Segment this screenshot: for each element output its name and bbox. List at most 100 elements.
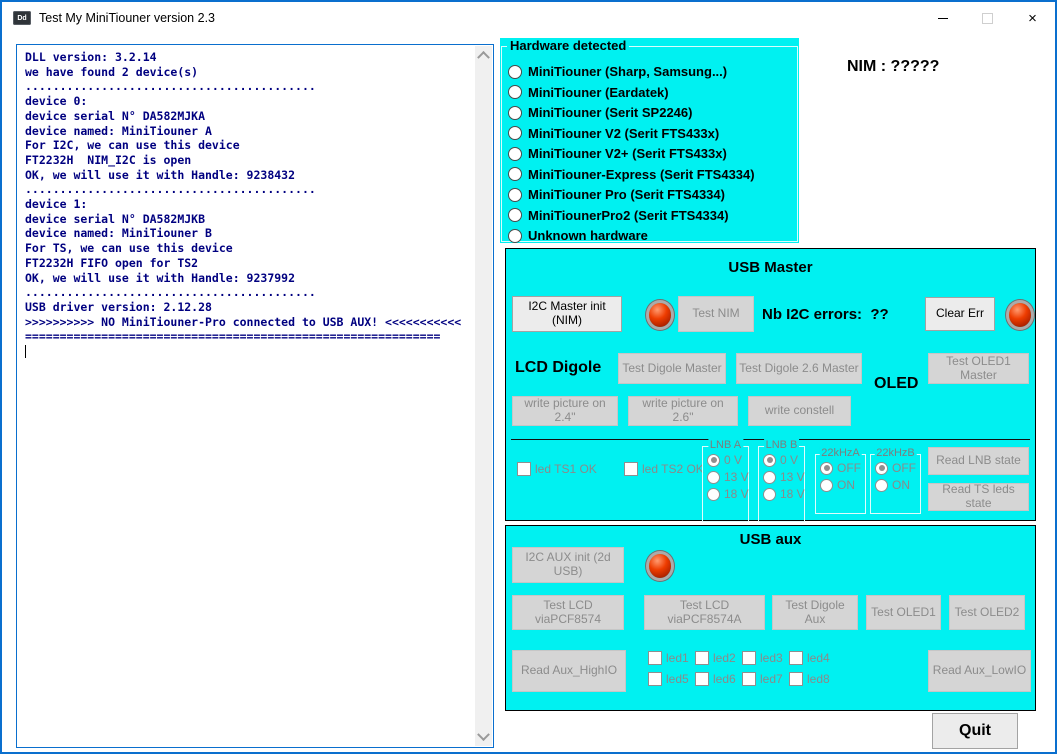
hardware-option[interactable]: MiniTiouner Pro (Serit FTS4334) xyxy=(508,187,755,202)
minimize-button[interactable] xyxy=(920,2,965,34)
hardware-option-label: MiniTiouner (Serit SP2246) xyxy=(528,105,693,120)
checkbox-icon xyxy=(624,462,638,476)
app-icon: Dd xyxy=(13,11,31,25)
radio-icon xyxy=(820,478,833,492)
minimize-icon xyxy=(937,17,948,19)
hardware-option-label: Unknown hardware xyxy=(528,228,648,243)
checkbox-icon xyxy=(789,672,803,686)
window-title: Test My MiniTiouner version 2.3 xyxy=(39,11,215,25)
test-digole-master-button: Test Digole Master xyxy=(618,353,726,384)
console-line: device named: MiniTiouner B xyxy=(25,226,212,241)
hardware-option-label: MiniTiouner (Eardatek) xyxy=(528,84,669,100)
text-caret xyxy=(25,345,26,359)
console-line: DLL version: 3.2.14 xyxy=(25,50,157,64)
checkbox-label: led6 xyxy=(713,672,736,686)
radio-icon xyxy=(508,85,522,99)
test-lcd-pcf8574a-button: Test LCD viaPCF8574A xyxy=(644,595,765,630)
radio-option: 0 V xyxy=(707,453,749,467)
console-scrollbar[interactable] xyxy=(475,46,492,746)
led-checkbox: led5 xyxy=(648,672,695,686)
console-line: device 1: xyxy=(25,197,88,212)
radio-icon xyxy=(508,187,522,202)
hardware-option[interactable]: MiniTiounerPro2 (Serit FTS4334) xyxy=(508,208,755,223)
checkbox-icon xyxy=(695,651,709,665)
app-icon-text: Dd xyxy=(17,14,27,22)
i2c-master-init-button[interactable]: I2C Master init (NIM) xyxy=(512,296,622,332)
close-icon: × xyxy=(1028,9,1037,27)
radio-option: ON xyxy=(875,478,916,492)
radio-option: 0 V xyxy=(763,453,805,467)
console-line: device 0: xyxy=(25,94,88,109)
radio-icon xyxy=(763,487,776,501)
hardware-option[interactable]: MiniTiouner (Eardatek) xyxy=(508,85,755,100)
checkbox-icon xyxy=(695,672,709,686)
scroll-down-icon[interactable] xyxy=(475,728,492,746)
quit-button[interactable]: Quit xyxy=(932,713,1018,749)
write-picture-24-button: write picture on 2.4" xyxy=(512,396,618,426)
radio-option-label: ON xyxy=(892,478,910,492)
hardware-option[interactable]: MiniTiouner (Serit SP2246) xyxy=(508,105,755,120)
console-line: USB driver version: 2.12.28 xyxy=(25,299,212,314)
usb-master-title: USB Master xyxy=(728,259,813,276)
radio-icon xyxy=(707,453,720,467)
console-line: OK, we will use it with Handle: 9238432 xyxy=(25,167,296,182)
radio-option: OFF xyxy=(875,461,916,475)
radio-icon xyxy=(707,487,720,501)
master-init-led-icon xyxy=(649,303,671,327)
led-ts2-checkbox: led TS2 OK xyxy=(624,462,704,476)
window-controls: × xyxy=(920,2,1055,34)
hardware-option-label: MiniTiouner V2+ (Serit FTS433x) xyxy=(528,146,727,161)
i2c-aux-init-button: I2C AUX init (2d USB) xyxy=(512,547,624,583)
nim-status-label: NIM : ????? xyxy=(847,58,940,75)
radio-icon xyxy=(508,208,522,222)
radio-icon xyxy=(508,228,522,243)
console-line: we have found 2 device(s) xyxy=(25,64,199,79)
radio-option-label: 0 V xyxy=(780,453,799,467)
led-checkbox: led7 xyxy=(742,672,789,686)
read-aux-lowio-button: Read Aux_LowIO xyxy=(928,650,1031,692)
led-checkbox: led3 xyxy=(742,651,789,665)
checkbox-label: led5 xyxy=(666,672,689,686)
usb-aux-title: USB aux xyxy=(739,531,802,548)
clear-err-button[interactable]: Clear Err xyxy=(925,297,995,331)
hardware-option[interactable]: MiniTiouner V2 (Serit FTS433x) xyxy=(508,126,755,141)
radio-icon xyxy=(763,470,776,484)
test-oled2-button: Test OLED2 xyxy=(949,595,1025,630)
checkbox-icon xyxy=(648,651,662,665)
console-line: For I2C, we can use this device xyxy=(25,138,240,153)
radio-option-label: 0 V xyxy=(724,453,743,467)
radio-icon xyxy=(508,146,522,161)
radio-option: 13 V xyxy=(763,470,805,484)
hardware-group-caption: Hardware detected xyxy=(507,38,630,54)
read-aux-highio-button: Read Aux_HighIO xyxy=(512,650,626,692)
checkbox-label: led3 xyxy=(760,651,783,665)
read-ts-leds-state-button: Read TS leds state xyxy=(928,482,1029,511)
hardware-detected-group: Hardware detected MiniTiouner (Sharp, Sa… xyxy=(500,38,799,243)
radio-option: 13 V xyxy=(707,470,749,484)
hardware-option[interactable]: MiniTiouner (Sharp, Samsung...) xyxy=(508,64,755,79)
test-digole-aux-button: Test Digole Aux xyxy=(772,595,858,630)
hardware-option[interactable]: MiniTiouner V2+ (Serit FTS433x) xyxy=(508,146,755,161)
group-caption: LNB A xyxy=(707,439,744,451)
title-bar: Dd Test My MiniTiouner version 2.3 × xyxy=(2,2,1055,34)
console-line: For TS, we can use this device xyxy=(25,241,233,256)
checkbox-label: led TS2 OK xyxy=(642,462,704,476)
radio-option-label: 18 V xyxy=(724,487,749,501)
radio-icon xyxy=(508,64,522,79)
hardware-option[interactable]: MiniTiouner-Express (Serit FTS4334) xyxy=(508,167,755,182)
scroll-up-icon[interactable] xyxy=(475,46,492,64)
console-line: >>>>>>>>>> NO MiniTiouner-Pro connected … xyxy=(25,314,462,329)
usb-aux-panel: USB aux I2C AUX init (2d USB) Test LCD v… xyxy=(505,525,1036,711)
led-checkbox: led1 xyxy=(648,651,695,665)
close-button[interactable]: × xyxy=(1010,2,1055,34)
hardware-option[interactable]: Unknown hardware xyxy=(508,228,755,243)
console-line: ........................................… xyxy=(25,182,316,197)
radio-icon xyxy=(508,105,522,120)
hardware-option-label: MiniTiouner V2 (Serit FTS433x) xyxy=(528,125,720,141)
radio-option: 18 V xyxy=(707,487,749,501)
